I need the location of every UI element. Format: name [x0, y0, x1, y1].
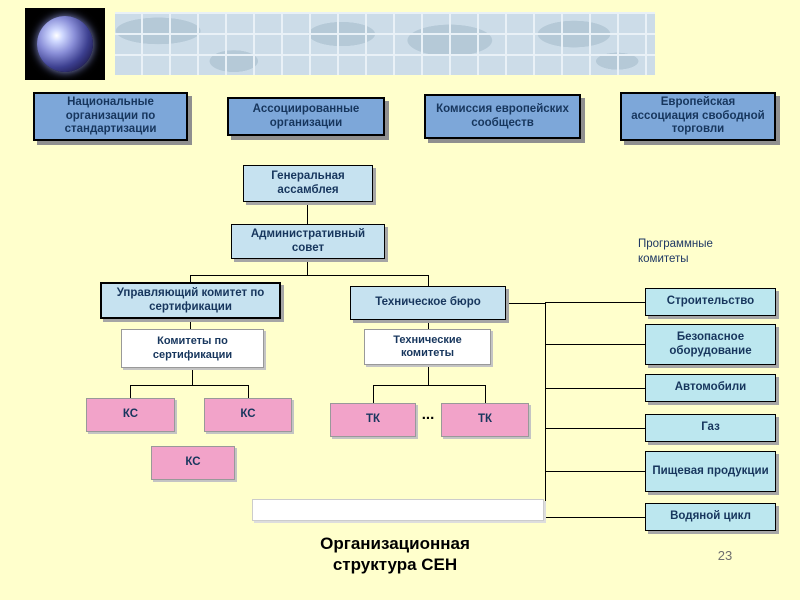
box-certification-steering-committee: Управляющий комитет по сертификации [100, 282, 281, 319]
program-item-automobiles: Автомобили [645, 374, 776, 402]
box-certification-committees: Комитеты по сертификации [121, 329, 264, 368]
box-ec-commission: Комиссия европейских сообществ [424, 94, 581, 139]
empty-placeholder-box [252, 499, 544, 521]
box-associated-orgs: Ассоциированные организации [227, 97, 385, 136]
connector [130, 385, 131, 398]
program-item-safety-equipment: Безопасное оборудование [645, 324, 776, 365]
box-technical-committees: Технические комитеты [364, 329, 491, 365]
connector [190, 319, 191, 330]
world-map-banner [115, 12, 655, 75]
program-item-food-products: Пищевая продукции [645, 451, 776, 492]
connector [192, 368, 193, 385]
connector [130, 385, 248, 386]
connector [428, 365, 429, 385]
box-ks-2: КС [204, 398, 292, 432]
program-item-water-cycle: Водяной цикл [645, 503, 776, 531]
connector [248, 385, 249, 398]
tk-ellipsis: ... [421, 406, 435, 423]
box-technical-bureau: Техническое бюро [350, 286, 506, 320]
box-tk-1: ТК [330, 403, 416, 437]
connector [506, 303, 545, 304]
connector [545, 517, 645, 518]
connector [190, 275, 428, 276]
box-ks-3: КС [151, 446, 235, 480]
connector [485, 385, 486, 403]
connector [307, 259, 308, 275]
connector [545, 302, 645, 303]
page-number: 23 [717, 548, 733, 563]
box-efta: Европейская ассоциация свободной торговл… [620, 92, 776, 141]
box-national-standards-orgs: Национальные организации по стандартизац… [33, 92, 188, 141]
connector [545, 471, 645, 472]
program-committees-label: Программные комитеты [638, 238, 713, 265]
box-tk-2: ТК [441, 403, 529, 437]
connector [545, 302, 546, 518]
connector [545, 388, 645, 389]
program-item-gas: Газ [645, 414, 776, 442]
globe-icon [37, 16, 93, 72]
box-admin-council: Административный совет [231, 224, 385, 259]
connector [373, 385, 485, 386]
connector [190, 275, 191, 283]
slide-title: Организационная структура СЕН [320, 534, 470, 575]
box-ks-1: КС [86, 398, 175, 432]
connector [428, 275, 429, 287]
connector [545, 428, 645, 429]
program-item-construction: Строительство [645, 288, 776, 316]
connector [307, 202, 308, 224]
globe-logo [25, 8, 105, 80]
connector [545, 344, 645, 345]
connector [428, 320, 429, 329]
connector [373, 385, 374, 403]
box-general-assembly: Генеральная ассамблея [243, 165, 373, 202]
